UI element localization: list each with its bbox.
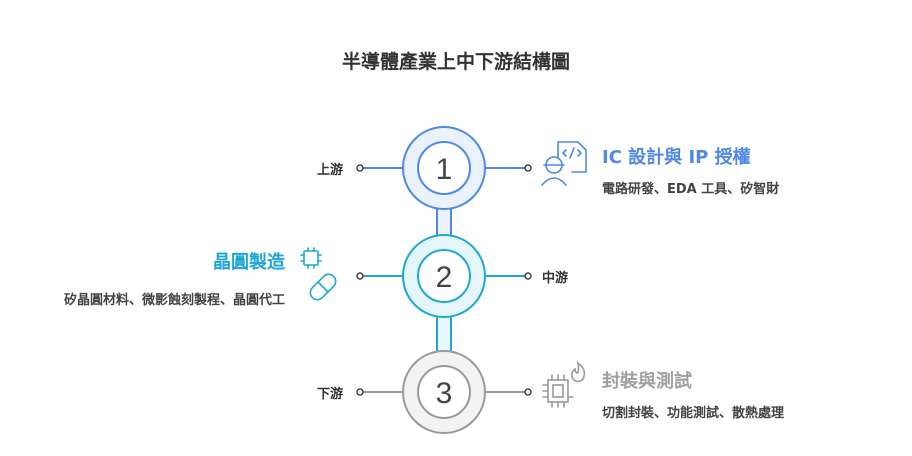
stage-number: 3 bbox=[436, 377, 453, 410]
position-label-upstream: 上游 bbox=[317, 163, 344, 178]
engineer-code-icon bbox=[541, 141, 587, 186]
stage-description-ic-design: 電路研發、EDA 工具、矽智財 bbox=[602, 182, 780, 197]
stage-number: 1 bbox=[436, 153, 453, 186]
connector-2-3 bbox=[436, 315, 452, 353]
chip-pill-icon bbox=[300, 247, 337, 301]
position-label-midstream: 中游 bbox=[542, 271, 569, 286]
stage-heading-packaging: 封裝與測試 bbox=[602, 371, 692, 392]
stage-description-wafer-fab: 矽晶圓材料、微影蝕刻製程、晶圓代工 bbox=[63, 293, 285, 308]
stage-description-packaging: 切割封裝、功能測試、散熱處理 bbox=[602, 406, 785, 421]
stage-3-node: 3 bbox=[356, 350, 532, 434]
chip-heat-icon bbox=[542, 361, 586, 408]
stage-2-node: 2 bbox=[356, 234, 532, 318]
page-title: 半導體產業上中下游結構圖 bbox=[341, 51, 570, 73]
stage-1-node: 1 bbox=[356, 126, 532, 210]
stage-heading-ic-design: IC 設計與 IP 授權 bbox=[602, 147, 751, 168]
stage-heading-wafer-fab: 晶圓製造 bbox=[213, 252, 285, 273]
connector-1-2 bbox=[436, 207, 452, 239]
position-label-downstream: 下游 bbox=[317, 387, 344, 402]
stage-number: 2 bbox=[436, 261, 453, 294]
